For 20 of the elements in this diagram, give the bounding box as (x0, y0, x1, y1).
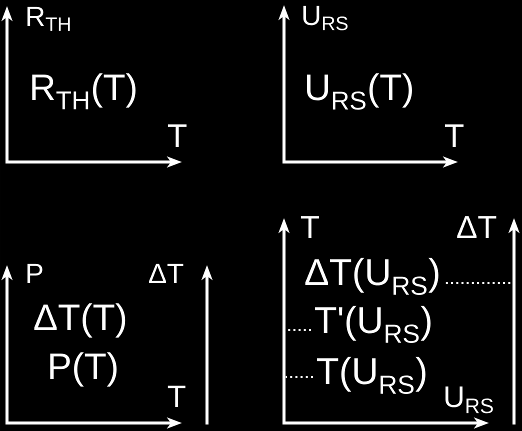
leader-line (446, 282, 512, 284)
axis-label: T (168, 124, 187, 147)
axis-label: T (300, 216, 319, 238)
axis-label: T (168, 386, 186, 407)
axis-label: P (27, 264, 42, 283)
axis-label: R$_{TH}$ (27, 6, 70, 31)
function-label: R$_{TH}$(T) (32, 73, 136, 110)
function-label: T'(U$_{RS}$) (315, 306, 431, 343)
function-label: P(T) (50, 352, 117, 387)
leader-line (286, 329, 311, 331)
axis-label: U$_{RS}$ (303, 6, 348, 30)
function-label: T(U$_{RS}$) (317, 356, 426, 394)
axis-label: ΔT (457, 216, 496, 238)
leader-line (286, 376, 313, 378)
function-label: ΔT(U$_{RS}$) (305, 258, 438, 295)
axis-label: U$_{RS}$ (446, 386, 493, 414)
function-label: U$_{RS}$(T) (307, 73, 412, 110)
axis-label: ΔT (149, 264, 184, 283)
function-label: ΔT(T) (34, 303, 126, 338)
axis-label: T (444, 124, 464, 147)
